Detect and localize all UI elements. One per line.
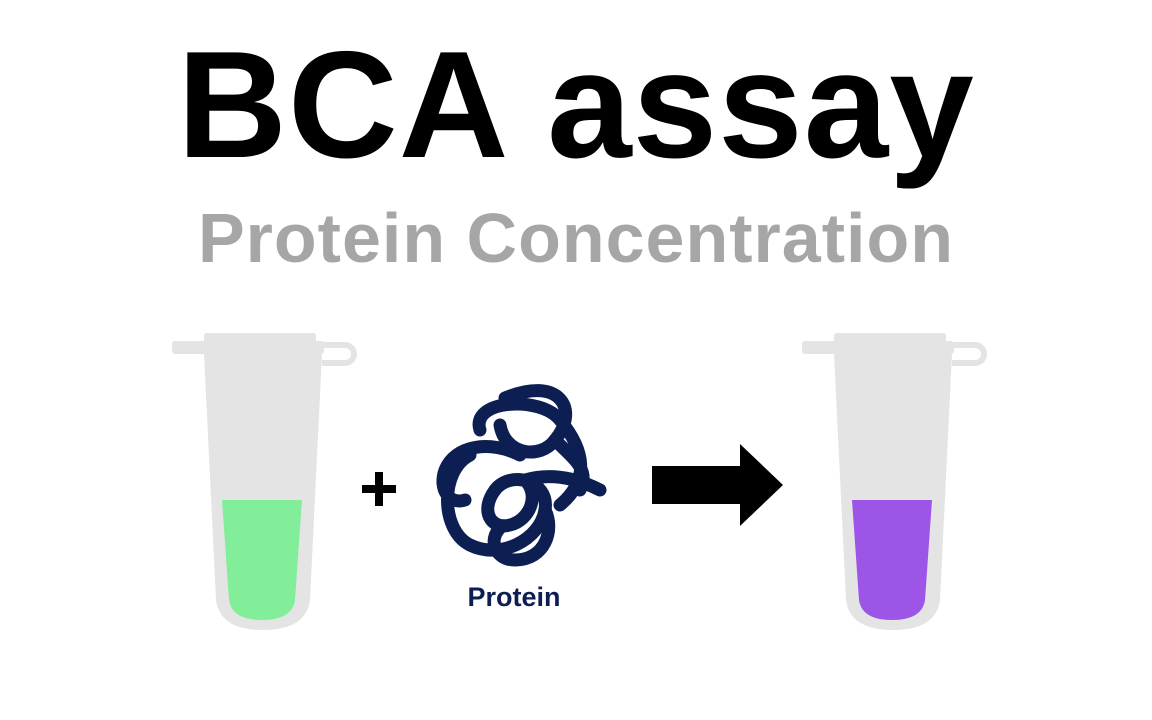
tube-cap <box>834 333 946 343</box>
tube-rim <box>802 341 954 354</box>
tube-rim <box>172 341 324 354</box>
protein-icon <box>436 384 607 567</box>
reagent-purple <box>852 500 932 620</box>
tube-hinge <box>950 342 987 366</box>
reagent-green <box>222 500 302 620</box>
reaction-arrow-icon <box>652 444 783 526</box>
tube-after-icon <box>802 333 987 630</box>
page-title: BCA assay <box>177 20 975 190</box>
protein-label: Protein <box>467 582 560 612</box>
plus-icon <box>362 472 396 506</box>
tube-before-icon <box>172 333 357 630</box>
page-subtitle: Protein Concentration <box>197 199 955 277</box>
tube-cap <box>204 333 316 343</box>
tube-hinge <box>320 342 357 366</box>
